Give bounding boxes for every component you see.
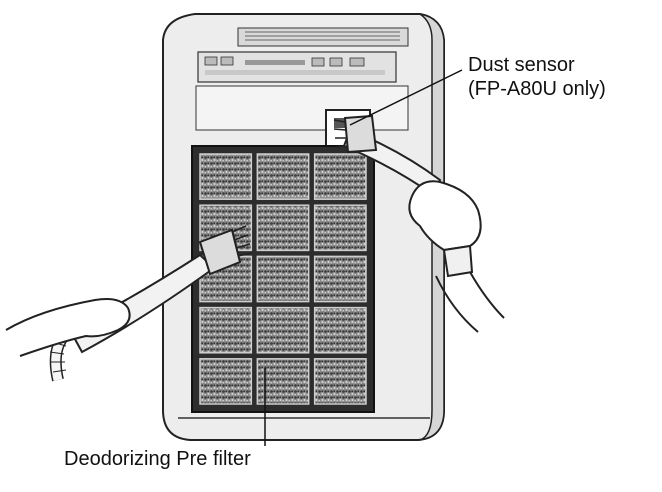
right-brush-bristles bbox=[333, 119, 349, 148]
filter-cell bbox=[256, 306, 310, 354]
leader-lines bbox=[264, 69, 463, 446]
filter-cell bbox=[313, 255, 367, 303]
filter-cell bbox=[256, 358, 310, 405]
filter-cell bbox=[199, 153, 253, 200]
filter-cell bbox=[313, 153, 367, 200]
filter-cell bbox=[313, 358, 367, 405]
left-hand bbox=[5, 298, 131, 357]
filter-cell bbox=[199, 306, 253, 354]
top-vent-slats bbox=[245, 31, 400, 41]
dust-sensor-callout-line1: Dust sensor bbox=[468, 54, 575, 76]
filter-cell bbox=[256, 204, 310, 252]
left-brush-bristles bbox=[231, 225, 253, 257]
filter-cell bbox=[256, 153, 310, 200]
deodorizing-pre-filter bbox=[191, 145, 375, 413]
filter-cell bbox=[313, 306, 367, 354]
filter-cell bbox=[199, 358, 253, 405]
pre-filter-callout: Deodorizing Pre filter bbox=[64, 448, 251, 470]
control-panel bbox=[197, 51, 397, 83]
right-hand bbox=[408, 180, 482, 252]
dust-sensor-callout-line2: (FP-A80U only) bbox=[468, 78, 606, 100]
filter-cell bbox=[256, 255, 310, 303]
right-vacuum-nozzle bbox=[333, 114, 505, 333]
filter-cell bbox=[313, 204, 367, 252]
dust-sensor-callout: Dust sensor (FP-A80U only) bbox=[468, 53, 606, 101]
dust-sensor-leader bbox=[349, 69, 463, 126]
left-vacuum-nozzle bbox=[5, 225, 253, 382]
